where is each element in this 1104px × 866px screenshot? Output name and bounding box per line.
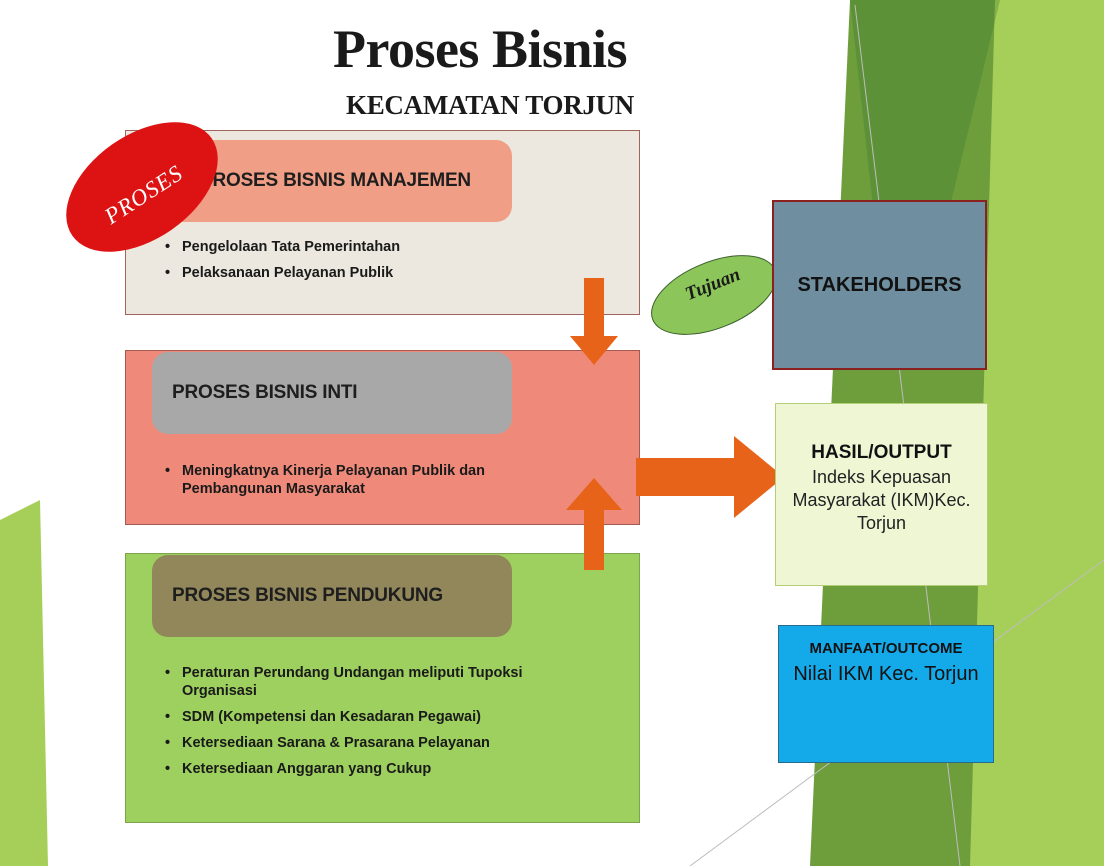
background-left-green-shard	[0, 500, 48, 866]
page-subtitle: KECAMATAN TORJUN	[346, 90, 634, 120]
stakeholders-box: STAKEHOLDERS	[772, 200, 987, 370]
stakeholders-label: STAKEHOLDERS	[797, 273, 962, 296]
management-list: Pengelolaan Tata Pemerintahan Pelaksanaa…	[165, 238, 585, 290]
list-item: SDM (Kompetensi dan Kesadaran Pegawai)	[165, 708, 585, 726]
list-item: Peraturan Perundang Undangan meliputi Tu…	[165, 664, 585, 700]
core-list: Meningkatnya Kinerja Pelayanan Publik da…	[165, 462, 565, 506]
output-box: HASIL/OUTPUT Indeks Kepuasan Masyarakat …	[775, 403, 988, 586]
support-heading: PROSES BISNIS PENDUKUNG	[152, 555, 512, 637]
list-item: Pelaksanaan Pelayanan Publik	[165, 264, 585, 282]
page-title: Proses Bisnis	[332, 19, 628, 79]
proses-ellipse	[66, 122, 218, 252]
support-list: Peraturan Perundang Undangan meliputi Tu…	[165, 664, 585, 786]
down-arrow-icon	[570, 278, 618, 365]
output-description: Indeks Kepuasan Masyarakat (IKM)Kec. Tor…	[792, 467, 971, 533]
list-item: Ketersediaan Sarana & Prasarana Pelayana…	[165, 734, 585, 752]
outcome-title: MANFAAT/OUTCOME	[809, 640, 963, 657]
background-light-green-band	[970, 0, 1104, 866]
outcome-box: MANFAAT/OUTCOME Nilai IKM Kec. Torjun	[778, 625, 994, 763]
outcome-description: Nilai IKM Kec. Torjun	[793, 663, 979, 685]
core-heading: PROSES BISNIS INTI	[152, 352, 512, 434]
up-arrow-icon	[566, 478, 622, 570]
list-item: Pengelolaan Tata Pemerintahan	[165, 238, 585, 256]
list-item: Ketersediaan Anggaran yang Cukup	[165, 760, 585, 778]
right-arrow-icon	[636, 436, 784, 518]
output-title: HASIL/OUTPUT	[811, 442, 952, 463]
list-item: Meningkatnya Kinerja Pelayanan Publik da…	[165, 462, 565, 498]
